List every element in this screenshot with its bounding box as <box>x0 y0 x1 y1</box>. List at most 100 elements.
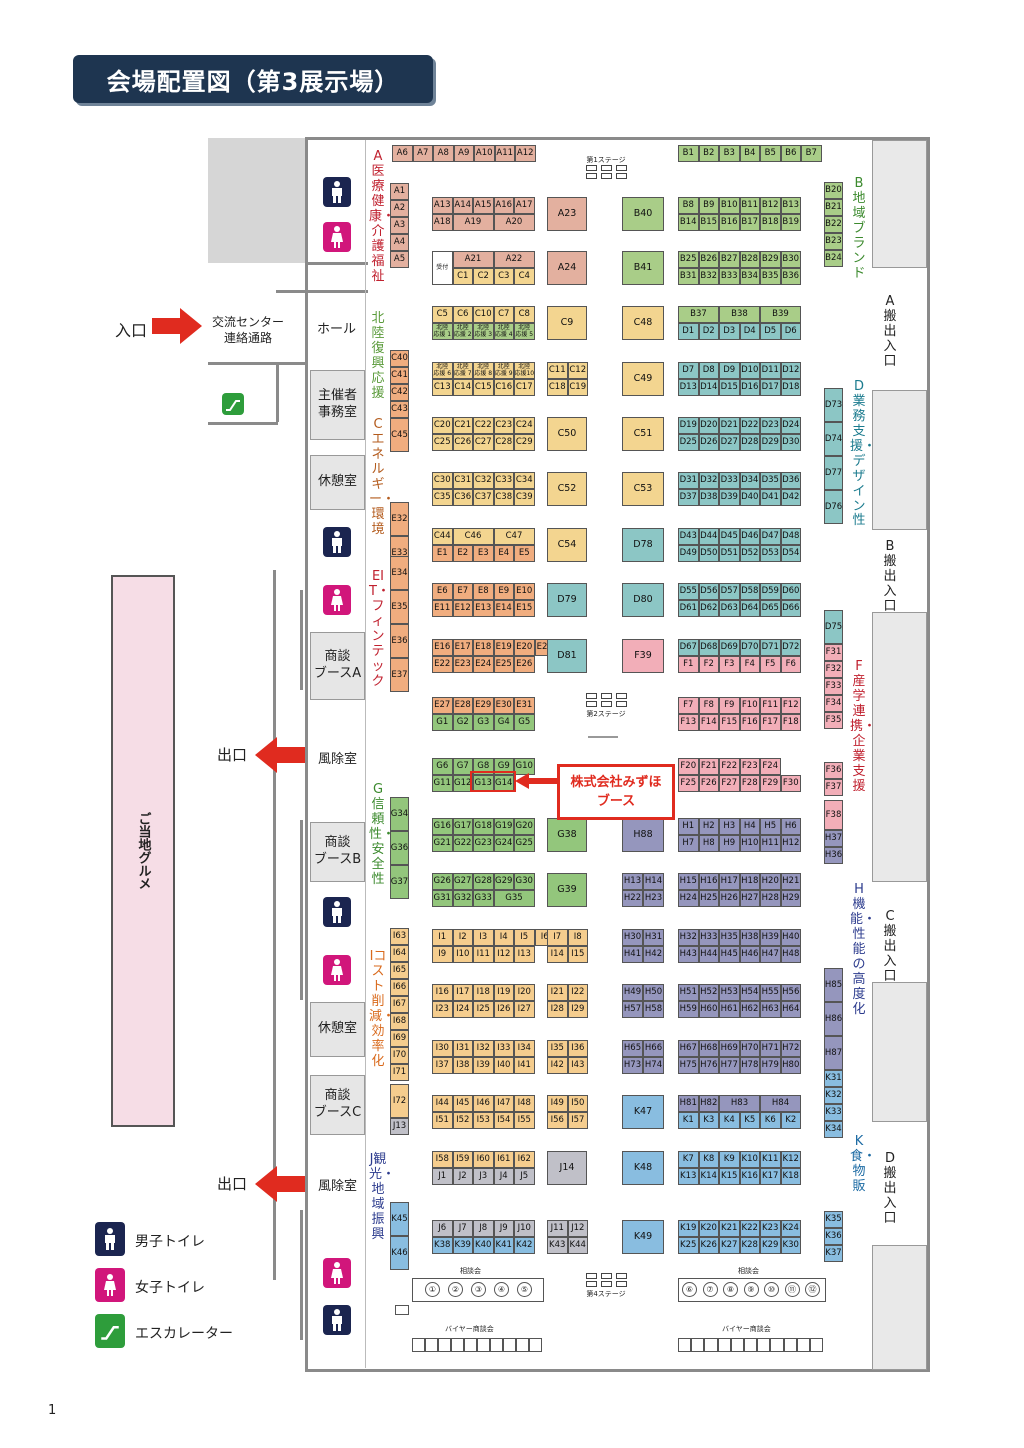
booth: I2 <box>452 929 473 946</box>
booth: E5 <box>514 545 535 562</box>
consult-seat: ① <box>425 1282 440 1297</box>
booth: G9 <box>493 758 514 775</box>
booth: B29 <box>760 251 781 268</box>
booth: 北陸 応援 7 <box>452 362 473 379</box>
booth: K41 <box>493 1237 514 1254</box>
stage-2-label: 第2ステージ <box>586 710 626 718</box>
booth: K28 <box>739 1237 760 1254</box>
booth: F12 <box>780 697 801 714</box>
booth: H13 <box>622 873 643 890</box>
booth: E34 <box>390 556 409 590</box>
booth: I11 <box>473 946 494 963</box>
booth: C7 <box>493 306 514 323</box>
booth: H36 <box>824 847 843 864</box>
booth: B35 <box>760 268 781 285</box>
buyer-table <box>425 1338 438 1352</box>
zone-label-b: B地域ブランド <box>852 176 866 281</box>
booth: K34 <box>824 1121 843 1138</box>
booth: I51 <box>432 1112 453 1129</box>
booth: B25 <box>678 251 699 268</box>
booth: H78 <box>739 1057 760 1074</box>
booth: I66 <box>390 979 409 996</box>
booth: B20 <box>824 182 843 199</box>
booth: D55 <box>678 583 699 600</box>
consult-seat: ⑨ <box>743 1282 759 1297</box>
booth: C34 <box>514 472 535 489</box>
booth: H32 <box>678 929 699 946</box>
booth: C53 <box>622 472 664 506</box>
booth: H5 <box>760 818 781 835</box>
buyer-table <box>704 1338 718 1352</box>
booth: B39 <box>760 306 801 323</box>
booth: G39 <box>547 873 587 907</box>
booth: I23 <box>432 1001 453 1018</box>
booth: F18 <box>780 714 801 731</box>
booth: E12 <box>452 600 473 617</box>
booth: D2 <box>698 323 719 340</box>
booth: H27 <box>739 890 760 907</box>
booth: I47 <box>493 1095 514 1112</box>
booth: C46 <box>452 528 494 545</box>
booth: H29 <box>780 890 801 907</box>
booth: C25 <box>432 434 453 451</box>
booth: F3 <box>719 656 740 673</box>
booth: E27 <box>432 697 453 714</box>
rest-room-1: 休憩室 <box>310 455 365 510</box>
booth: H68 <box>698 1040 719 1057</box>
booth: D46 <box>739 528 760 545</box>
zone-label-k: K食・物販 <box>850 1134 877 1194</box>
booth: C16 <box>493 379 514 396</box>
booth: H75 <box>678 1057 699 1074</box>
booth: H76 <box>698 1057 719 1074</box>
booth: H88 <box>622 818 664 852</box>
buyer-table <box>529 1338 542 1352</box>
booth: C48 <box>622 306 664 340</box>
booth: E7 <box>452 583 473 600</box>
callout-arrow-icon <box>515 773 559 789</box>
booth: K12 <box>780 1151 801 1168</box>
booth: F24 <box>760 758 781 775</box>
booth: D37 <box>678 489 699 506</box>
booth: D26 <box>698 434 719 451</box>
booth: 北陸 応援 6 <box>432 362 453 379</box>
buyer-table <box>438 1338 451 1352</box>
booth: A2 <box>390 200 409 217</box>
booth: K44 <box>567 1237 588 1254</box>
booth: E2 <box>452 545 473 562</box>
booth: F10 <box>739 697 760 714</box>
booth: D25 <box>678 434 699 451</box>
windbreak-room-2: 風除室 <box>318 1179 358 1194</box>
booth: K14 <box>698 1168 719 1185</box>
booth: A8 <box>433 145 454 162</box>
booth: C6 <box>452 306 473 323</box>
booth: A10 <box>474 145 495 162</box>
booth: J3 <box>473 1168 494 1185</box>
booth: G37 <box>390 865 409 899</box>
booth: D29 <box>760 434 781 451</box>
exit-arrow-icon <box>255 1166 305 1202</box>
booth: I45 <box>452 1095 473 1112</box>
booth: K17 <box>760 1168 781 1185</box>
booth: A3 <box>390 217 409 234</box>
booth: G8 <box>473 758 494 775</box>
booth: D81 <box>547 639 587 673</box>
booth: B38 <box>719 306 760 323</box>
booth: B12 <box>760 197 781 214</box>
booth: I56 <box>547 1112 568 1129</box>
booth: H62 <box>739 1001 760 1018</box>
booth: D28 <box>739 434 760 451</box>
booth: D56 <box>698 583 719 600</box>
booth: C40 <box>390 350 409 367</box>
booth: E16 <box>432 639 453 656</box>
booth: F35 <box>824 712 843 729</box>
booth: H61 <box>719 1001 740 1018</box>
booth: H37 <box>824 830 843 847</box>
consult-seat: ② <box>448 1282 463 1297</box>
booth: G34 <box>390 797 409 831</box>
booth: K49 <box>622 1220 664 1254</box>
booth: B36 <box>780 268 801 285</box>
wall <box>273 570 276 1280</box>
booth: A22 <box>493 251 535 268</box>
booth: B4 <box>739 145 760 162</box>
